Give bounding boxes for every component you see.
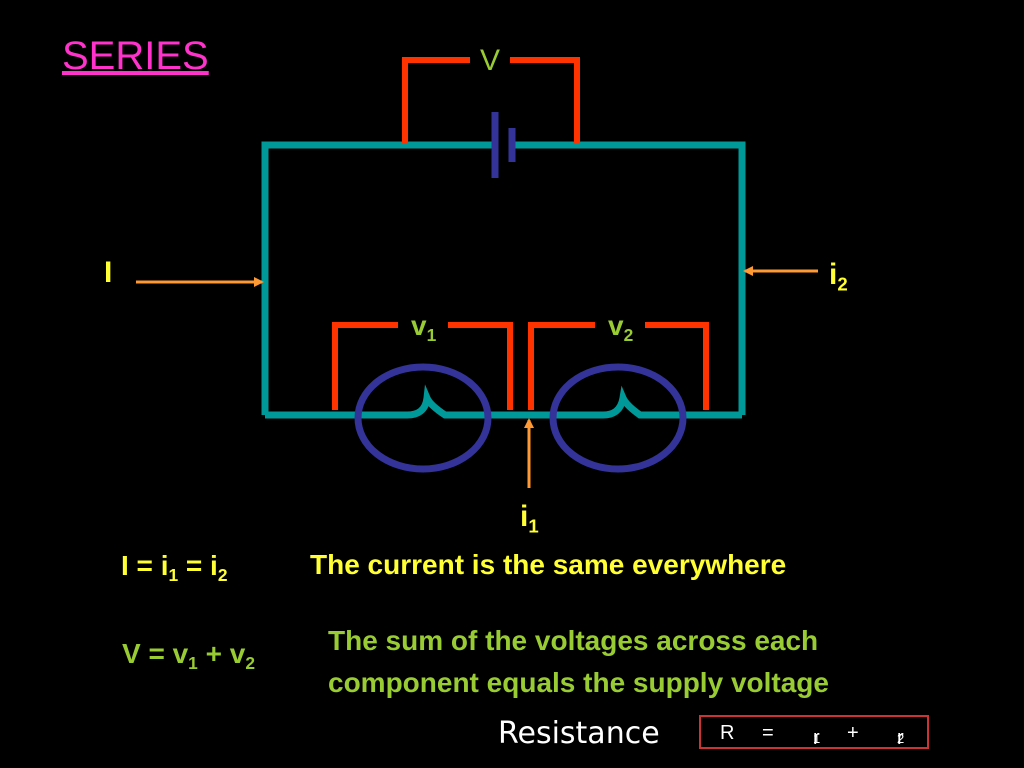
page-title: SERIES	[62, 34, 209, 78]
i1-label-sub: 1	[528, 515, 539, 537]
supply-voltage-label: V	[480, 44, 501, 77]
circuit-wire	[261, 141, 746, 419]
lamp-2	[549, 363, 687, 473]
resistance-R: R	[720, 722, 735, 744]
voltage-rule-text-line-2: component equals the supply voltage	[328, 667, 829, 698]
i2-label: i2	[829, 258, 848, 295]
resistance-plus: +	[847, 722, 859, 744]
voltmeter-leads	[332, 57, 709, 410]
v1-label: v1	[411, 310, 437, 346]
current-eq-part-a: I = i	[121, 550, 169, 581]
current-rule-text: The current is the same everywhere	[310, 549, 787, 580]
current-eq-sub-2: 2	[217, 565, 228, 586]
resistance-r1-sub: 1	[813, 730, 821, 746]
voltage-rule-text-line-1: The sum of the voltages across each	[328, 625, 819, 656]
lamp-1	[354, 363, 492, 473]
battery-cell	[491, 112, 516, 178]
i2-label-base: i	[829, 258, 838, 291]
i2-label-sub: 2	[837, 273, 848, 295]
wire-top-left	[261, 141, 495, 415]
current-arrows	[136, 266, 818, 488]
v2-label-base: v	[608, 310, 624, 341]
voltage-eq-part-b: + v	[197, 638, 246, 669]
resistance-label: Resistance	[498, 716, 660, 751]
voltage-eq-sub-2: 2	[245, 653, 255, 674]
i1-label: i1	[520, 500, 539, 537]
current-eq-sub-1: 1	[168, 565, 179, 586]
voltage-eq-sub-1: 1	[188, 653, 198, 674]
v1-label-base: v	[411, 310, 427, 341]
current-eq-part-b: = i	[178, 550, 218, 581]
resistance-equals: =	[762, 722, 774, 744]
resistance-r1-base: r	[813, 727, 820, 749]
wire-bottom	[265, 384, 742, 419]
voltage-equation: V = v1 + v2	[122, 638, 255, 674]
wire-top-right	[512, 141, 746, 415]
voltage-eq-part-a: V = v	[122, 638, 189, 669]
v2-label: v2	[608, 310, 634, 346]
supply-voltmeter-lead	[402, 57, 580, 143]
resistance-r2-base: r	[897, 727, 904, 749]
resistance-r2-sub: 2	[897, 730, 905, 746]
i1-label-base: i	[520, 500, 529, 533]
current-I-label: I	[104, 256, 113, 289]
current-equation: I = i1 = i2	[121, 550, 228, 586]
lamps	[354, 363, 687, 473]
v1-label-sub: 1	[426, 325, 437, 346]
v2-voltmeter-lead	[528, 322, 709, 410]
v1-voltmeter-lead	[332, 322, 513, 410]
v2-label-sub: 2	[623, 325, 634, 346]
